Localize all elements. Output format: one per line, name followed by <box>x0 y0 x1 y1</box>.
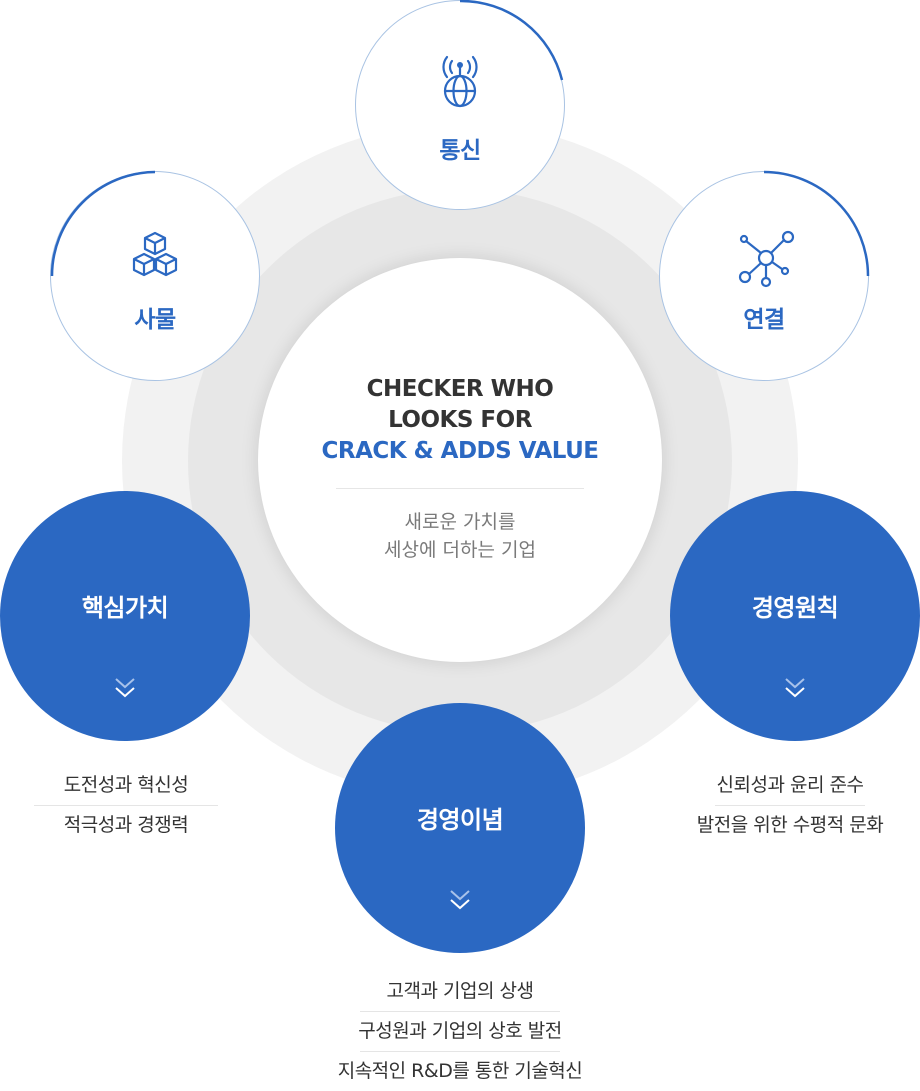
subline-2: 세상에 더하는 기업 <box>384 539 536 561</box>
headline-line-3: CRACK & ADDS VALUE <box>321 438 599 464</box>
headline-line-2: LOOKS FOR <box>388 407 532 433</box>
headline-line-1: CHECKER WHO <box>366 376 554 402</box>
pillar-management-philosophy: 경영이념 <box>335 703 585 953</box>
description-divider <box>715 805 865 806</box>
node-arc <box>50 170 156 277</box>
description-line: 지속적인 R&D를 통한 기술혁신 <box>337 1060 583 1082</box>
description-line: 신뢰성과 윤리 준수 <box>716 774 864 796</box>
center-circle: CHECKER WHO LOOKS FOR CRACK & ADDS VALUE… <box>258 258 662 662</box>
description-line: 도전성과 혁신성 <box>63 774 189 796</box>
node-arc <box>763 170 870 277</box>
node-things: 사물 <box>50 170 260 381</box>
pillar-management-principles: 경영원칙 <box>670 491 920 741</box>
node-communication-label: 통신 <box>439 138 481 164</box>
pillar-core-values-label: 핵심가치 <box>81 594 169 622</box>
node-connection: 연결 <box>659 170 870 381</box>
description-line: 구성원과 기업의 상호 발전 <box>358 1020 562 1042</box>
description-divider <box>360 1051 560 1052</box>
core-values-description: 도전성과 혁신성 적극성과 경쟁력 <box>0 766 252 845</box>
node-communication: 통신 <box>355 0 565 210</box>
cubes-icon <box>132 231 178 277</box>
description-line: 적극성과 경쟁력 <box>63 814 189 836</box>
antenna-globe-icon <box>442 55 478 108</box>
management-principles-description: 신뢰성과 윤리 준수 발전을 위한 수평적 문화 <box>660 766 920 845</box>
description-divider <box>34 805 218 806</box>
subline-1: 새로운 가치를 <box>404 511 516 533</box>
pillar-core-values: 핵심가치 <box>0 491 250 741</box>
node-arc <box>459 0 564 81</box>
double-chevron-down-icon <box>115 678 135 698</box>
description-divider <box>360 1011 560 1012</box>
center-divider <box>336 488 584 489</box>
double-chevron-down-icon <box>785 678 805 698</box>
pillar-management-principles-label: 경영원칙 <box>751 594 839 622</box>
double-chevron-down-icon <box>450 890 470 910</box>
description-line: 발전을 위한 수평적 문화 <box>696 814 884 836</box>
node-things-label: 사물 <box>134 307 176 333</box>
description-line: 고객과 기업의 상생 <box>386 980 534 1002</box>
center-subline: 새로운 가치를 세상에 더하는 기업 <box>258 508 662 564</box>
node-connection-label: 연결 <box>743 307 785 333</box>
pillar-management-philosophy-label: 경영이념 <box>416 806 504 834</box>
management-philosophy-description: 고객과 기업의 상생 구성원과 기업의 상호 발전 지속적인 R&D를 통한 기… <box>280 972 640 1091</box>
network-nodes-icon <box>738 230 795 288</box>
center-headline: CHECKER WHO LOOKS FOR CRACK & ADDS VALUE <box>258 374 662 467</box>
